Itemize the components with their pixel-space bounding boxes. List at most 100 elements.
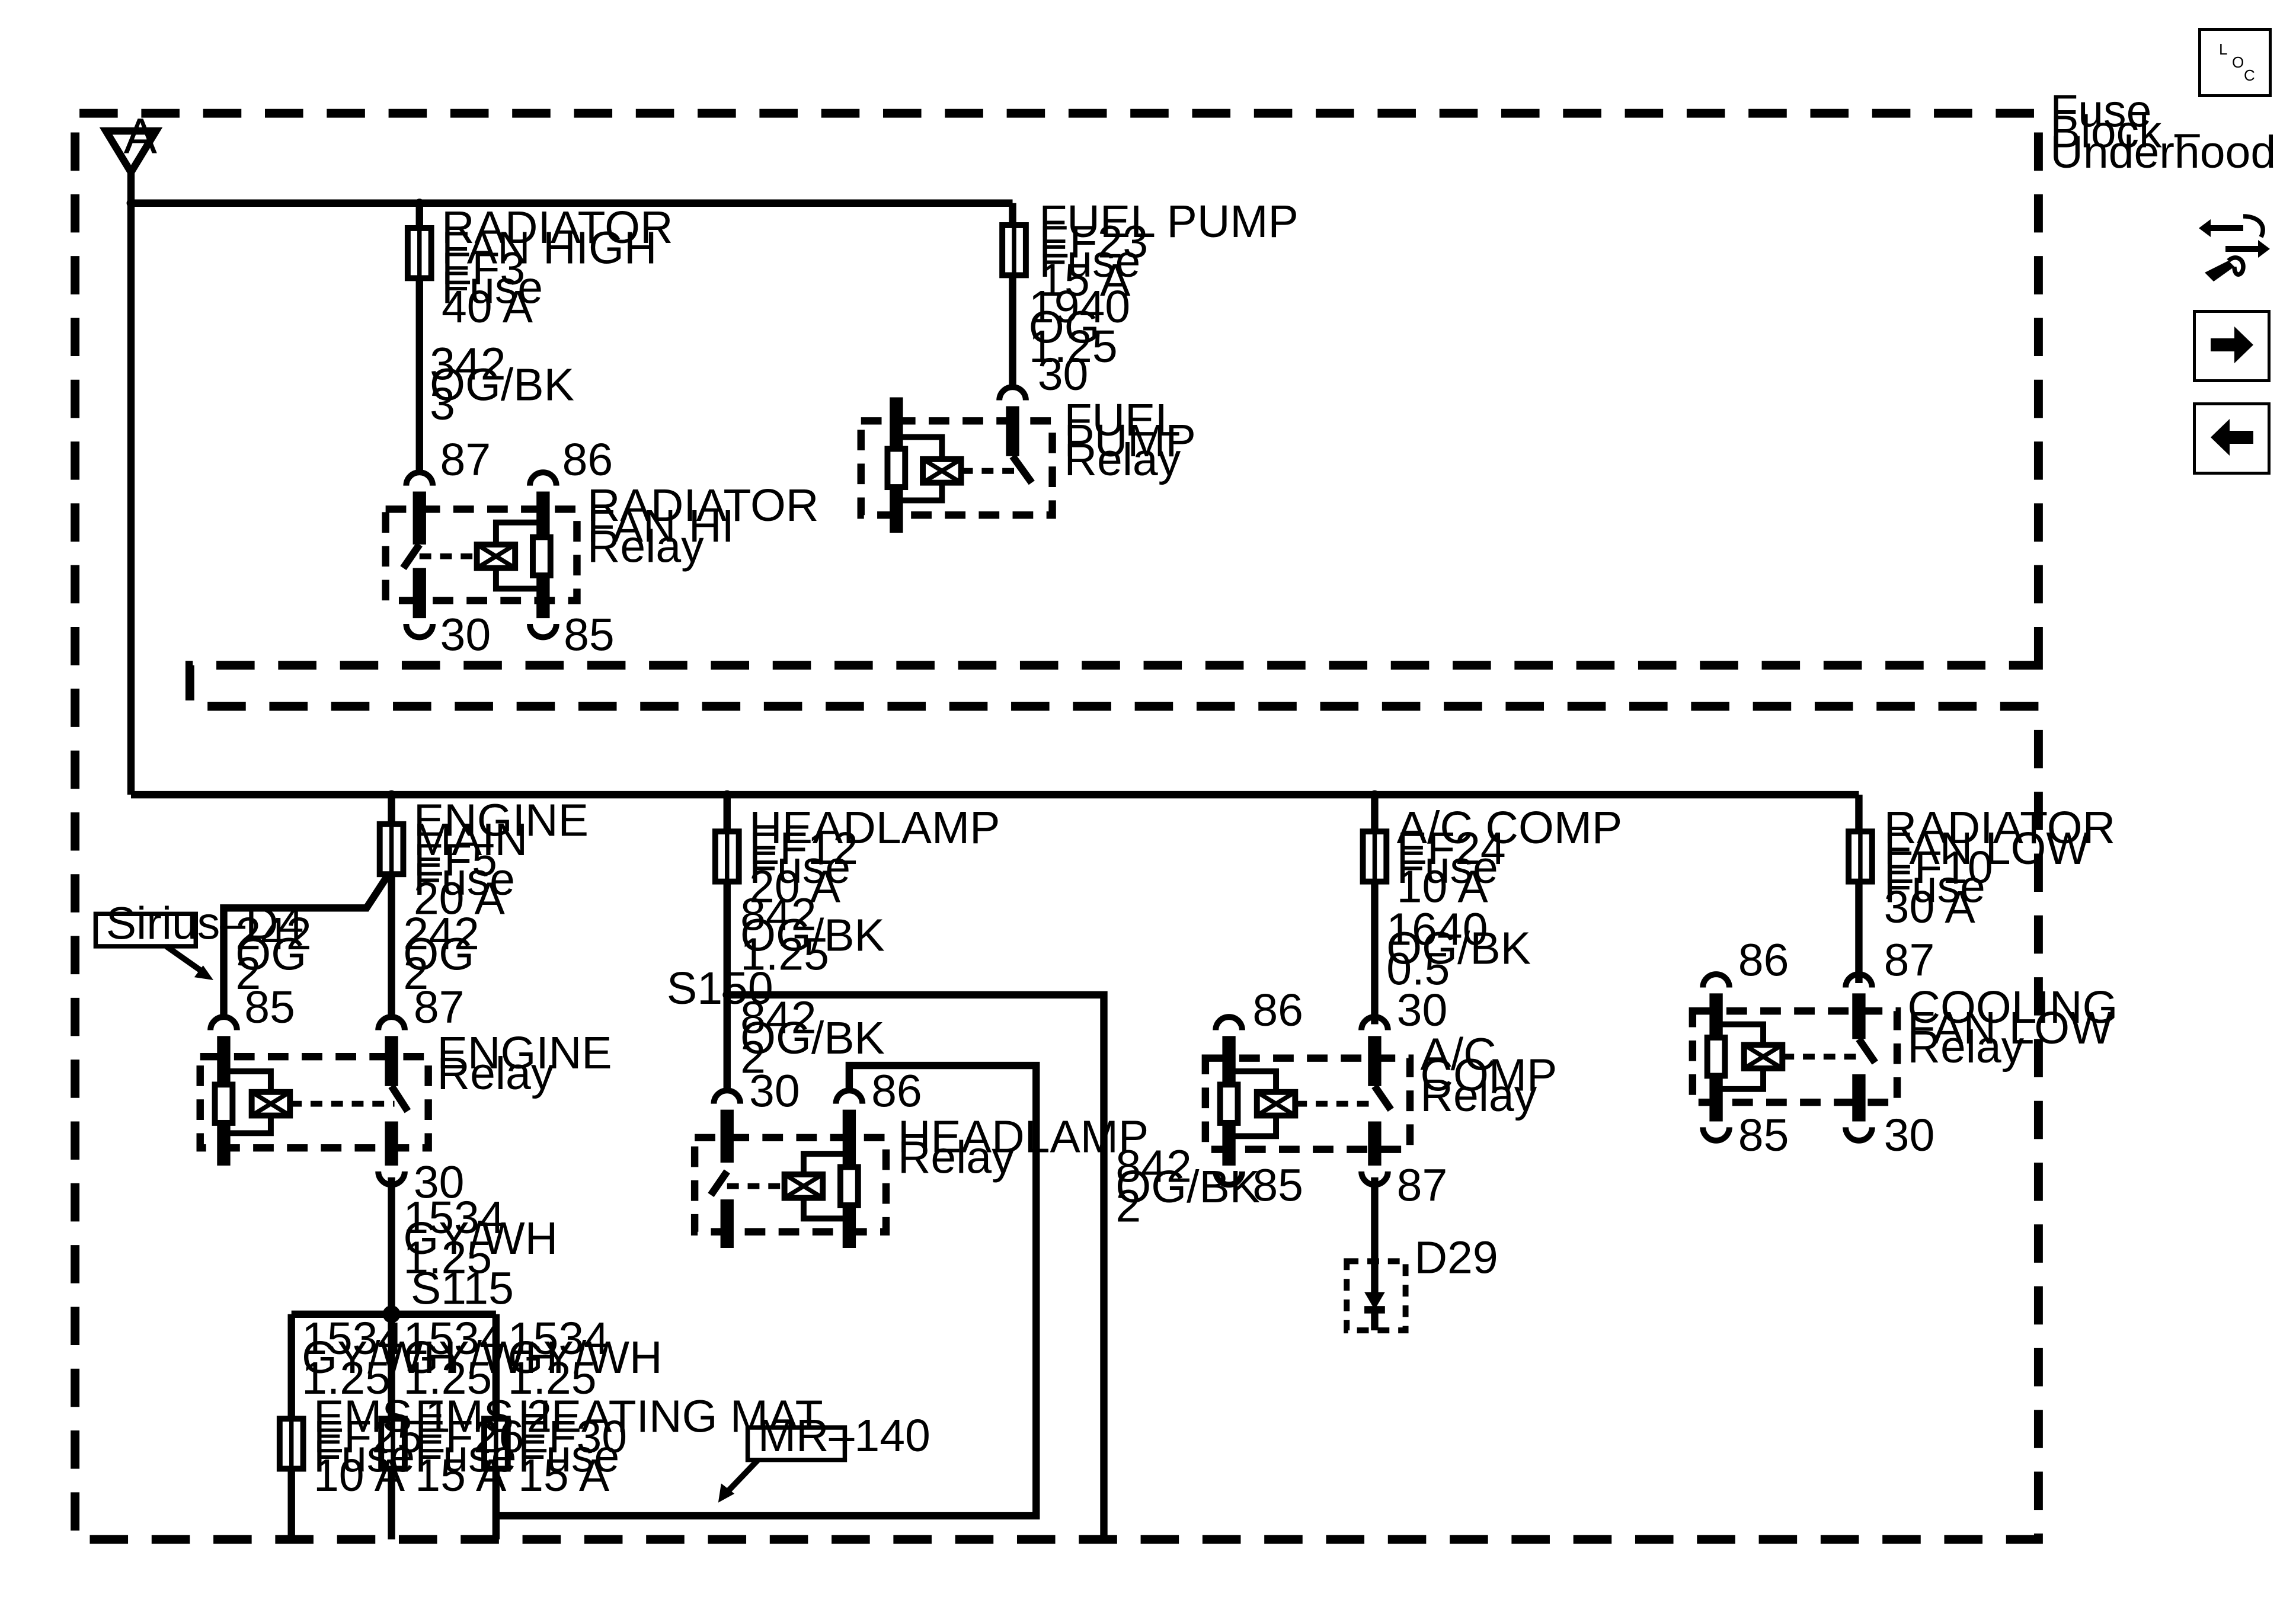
svg-text:20 A: 20 A	[414, 873, 506, 924]
svg-text:EF30: EF30	[518, 1411, 627, 1462]
fuse-radiator-fan-low-label: RADIATOR FAN LOW EF10 Fuse 30 A	[1884, 802, 2116, 933]
svg-text:A/C COMP: A/C COMP	[1397, 802, 1623, 853]
svg-text:2: 2	[740, 1032, 766, 1083]
svg-text:2: 2	[1115, 1180, 1141, 1231]
relay-engine	[196, 1014, 432, 1188]
svg-text:2: 2	[235, 948, 261, 999]
svg-text:EF23: EF23	[1039, 217, 1148, 268]
svg-text:2: 2	[403, 948, 428, 999]
svg-text:PUMP: PUMP	[1064, 415, 1195, 466]
relay-headlamp	[690, 1087, 890, 1249]
relay-engine-pin-30: 30	[414, 1157, 465, 1208]
svg-text:RADIATOR: RADIATOR	[587, 480, 819, 531]
svg-text:1534: 1534	[403, 1192, 504, 1243]
ref-sirius-d4[interactable]: Sirius–D4	[93, 898, 304, 981]
svg-text:40 A: 40 A	[442, 281, 533, 332]
fuse-radiator-fan-high-label: RADIATOR FAN HIGH EF3 Fuse 40 A	[442, 202, 673, 332]
fuse-ems2-label: EMS 2 EF26 Fuse 15 A	[415, 1391, 552, 1500]
wire-1640-label: 1640 OG/BK 0.5	[1386, 904, 1531, 994]
relay-ac-comp-label: A/C COMP Relay	[1420, 1029, 1557, 1122]
svg-text:20 A: 20 A	[749, 861, 841, 912]
svg-text:S115: S115	[411, 1263, 514, 1314]
svg-text:85: 85	[564, 610, 615, 661]
svg-text:Fuse: Fuse	[518, 1431, 619, 1482]
svg-text:15 A: 15 A	[1039, 255, 1131, 306]
svg-text:OG: OG	[235, 929, 306, 980]
svg-text:1.25: 1.25	[1029, 321, 1118, 372]
fuse-engine-main	[380, 824, 404, 874]
fuse-fuel-pump-label: FUEL PUMP EF23 Fuse 15 A	[1039, 196, 1299, 306]
svg-text:RADIATOR: RADIATOR	[1884, 802, 2116, 853]
svg-text:OG: OG	[1029, 302, 1100, 353]
svg-text:COMP: COMP	[1420, 1049, 1557, 1100]
fuse-radiator-fan-high	[408, 228, 431, 278]
fuse-block-outline	[71, 108, 2043, 1544]
splice-s150: S150	[667, 963, 1108, 1539]
relay-fuel-pump	[857, 384, 1056, 533]
diode-d29: D29	[1344, 1232, 1498, 1334]
fuse-ems1	[280, 1419, 303, 1468]
svg-text:FUEL PUMP: FUEL PUMP	[1039, 196, 1299, 247]
relay-fuel-pump-pin-30: 30	[1038, 349, 1089, 400]
relay-ac-comp-pin-86: 86	[1252, 985, 1303, 1036]
svg-text:242: 242	[235, 908, 311, 959]
wire-1940-label: 1940 OG 1.25	[1029, 281, 1130, 372]
relay-cooling-fan-low	[1689, 971, 1901, 1144]
svg-text:1.25: 1.25	[740, 929, 829, 980]
svg-text:OG/BK: OG/BK	[740, 910, 885, 961]
splice-s115: S115	[287, 1263, 514, 1539]
svg-text:FAN HI: FAN HI	[587, 501, 734, 552]
svg-text:Relay: Relay	[1907, 1022, 2024, 1073]
arrow-left-icon	[2208, 417, 2256, 461]
relay-radiator-fan-hi	[382, 469, 581, 641]
svg-text:RADIATOR: RADIATOR	[442, 202, 673, 253]
fuse-engine-main-label: ENGINE MAIN EF5 Fuse 20 A	[414, 795, 589, 924]
fuse-heating-mat-label: HEATING MAT EF30 Fuse 15 A	[518, 1391, 823, 1500]
svg-text:10 A: 10 A	[314, 1450, 405, 1501]
svg-text:A: A	[124, 108, 158, 164]
svg-text:Fuse: Fuse	[314, 1431, 415, 1482]
svg-text:EF12: EF12	[749, 823, 858, 874]
svg-text:1640: 1640	[1386, 904, 1488, 955]
svg-text:EMS 1: EMS 1	[314, 1391, 450, 1442]
svg-text:1.25: 1.25	[302, 1353, 391, 1404]
svg-text:MAIN: MAIN	[414, 814, 527, 865]
relay-fuel-pump-label: FUEL PUMP Relay	[1064, 395, 1195, 485]
svg-text:30 A: 30 A	[1884, 882, 1976, 933]
relay-headlamp-label: HEADLAMP Relay	[898, 1112, 1149, 1183]
svg-text:OG/BK: OG/BK	[430, 360, 574, 411]
svg-text:Fuse: Fuse	[2050, 86, 2151, 137]
connector-swap-icon[interactable]	[2193, 207, 2276, 290]
svg-text:MR–140: MR–140	[758, 1410, 930, 1461]
relay-engine-pin-87: 87	[414, 982, 465, 1033]
svg-text:OG/BK: OG/BK	[1115, 1161, 1260, 1212]
svg-text:1.25: 1.25	[403, 1353, 492, 1404]
svg-text:Sirius–D4: Sirius–D4	[106, 898, 304, 949]
svg-text:OG/BK: OG/BK	[740, 1013, 885, 1064]
wire-1534-main-label: 1534 GY/WH 1.25	[403, 1192, 558, 1283]
svg-text:3: 3	[430, 379, 455, 430]
relay-ac-comp-pin-87: 87	[1397, 1160, 1448, 1211]
svg-text:Relay: Relay	[437, 1048, 554, 1099]
fuse-ac-comp-label: A/C COMP EF24 Fuse 10 A	[1397, 802, 1623, 912]
svg-text:FAN HIGH: FAN HIGH	[442, 223, 657, 274]
fuse-block-label: Fuse Block – Underhood	[2050, 86, 2276, 178]
svg-text:842: 842	[740, 992, 816, 1043]
next-page-button[interactable]	[2193, 310, 2271, 382]
wire-242-left-label: 242 OG 2	[235, 908, 311, 999]
svg-text:GY/WH: GY/WH	[508, 1332, 663, 1383]
svg-text:FAN LOW: FAN LOW	[1907, 1003, 2113, 1054]
svg-text:OG/BK: OG/BK	[1386, 923, 1531, 974]
svg-text:30: 30	[440, 610, 491, 661]
svg-text:1534: 1534	[302, 1313, 403, 1364]
svg-text:GY/WH: GY/WH	[403, 1332, 558, 1383]
svg-text:1.25: 1.25	[508, 1353, 597, 1404]
svg-text:Fuse: Fuse	[1397, 842, 1498, 893]
fuse-headlamp	[715, 831, 739, 881]
loc-button[interactable]: L O C	[2198, 28, 2272, 97]
svg-text:1534: 1534	[403, 1313, 504, 1364]
ref-mr-140[interactable]: MR–140	[718, 1410, 930, 1503]
previous-page-button[interactable]	[2193, 402, 2271, 475]
svg-text:ENGINE: ENGINE	[414, 795, 589, 846]
relay-cooling-fan-low-pin-85: 85	[1738, 1110, 1789, 1161]
